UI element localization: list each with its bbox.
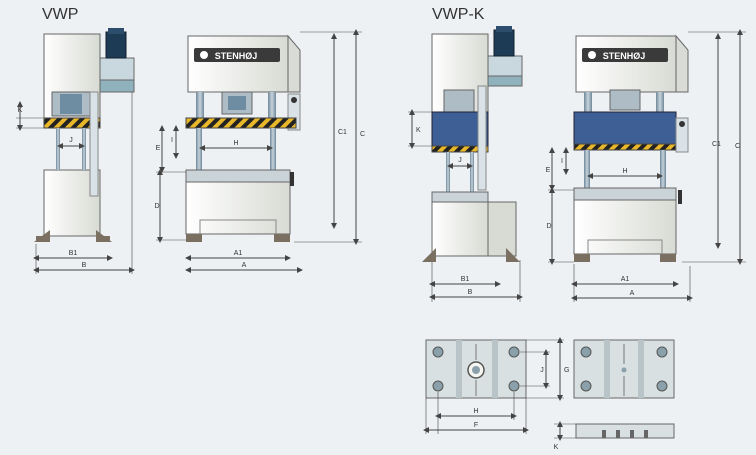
vwp-k-side-view: K J B1 B [408, 26, 523, 302]
dim-label-c1: C1 [712, 141, 721, 148]
dim-label-k: K [416, 127, 421, 134]
title-vwp: VWP [42, 6, 79, 23]
brand-plate [194, 48, 280, 62]
motor-icon [493, 26, 515, 57]
dim-label-c: C [360, 131, 365, 138]
dim-label-a: A [630, 290, 635, 297]
dim-label-f: F [474, 422, 478, 429]
dim-label-a1: A1 [234, 250, 243, 257]
ram-plate-top-view [573, 339, 675, 399]
vwp-side-view: K J B1 B [16, 28, 135, 274]
dim-label-h: H [233, 140, 238, 147]
dim-label-j: J [458, 157, 462, 164]
dim-label-c1: C1 [338, 129, 347, 136]
dim-label-g: G [564, 367, 569, 374]
dim-label-b1: B1 [69, 250, 78, 257]
dim-label-h: H [473, 408, 478, 415]
control-panel [675, 117, 689, 153]
vwp-k-front-view: STENHØJ E I H D [546, 29, 746, 302]
motor-icon [105, 28, 127, 59]
brand-label: STENHØJ [215, 51, 258, 61]
dim-label-a1: A1 [621, 276, 630, 283]
table-plate-top-view: H F J G [423, 337, 569, 434]
dim-label-j: J [69, 137, 73, 144]
dim-label-e: E [546, 167, 551, 174]
title-vwp-k: VWP-K [432, 6, 485, 23]
dim-label-b: B [468, 289, 473, 296]
dim-label-i: I [171, 137, 173, 144]
dim-label-c: C [735, 143, 740, 150]
dim-label-j: J [540, 367, 544, 374]
brand-plate [582, 48, 668, 62]
dim-label-d: D [546, 223, 551, 230]
ram-plate-side-profile: K [554, 421, 675, 451]
brand-logo-icon [200, 51, 208, 59]
dim-label-e: E [156, 145, 161, 152]
dim-label-b1: B1 [461, 276, 470, 283]
dim-label-a: A [242, 262, 247, 269]
dim-label-h: H [622, 168, 627, 175]
dim-label-k: K [18, 107, 23, 114]
brand-label: STENHØJ [603, 51, 646, 61]
dim-label-b: B [82, 262, 87, 269]
dim-label-d: D [154, 203, 159, 210]
dim-label-k: K [554, 444, 559, 451]
dim-label-i: I [561, 158, 563, 165]
brand-logo-icon [588, 51, 596, 59]
vwp-front-view: STENHØJ E I H D [154, 29, 365, 273]
